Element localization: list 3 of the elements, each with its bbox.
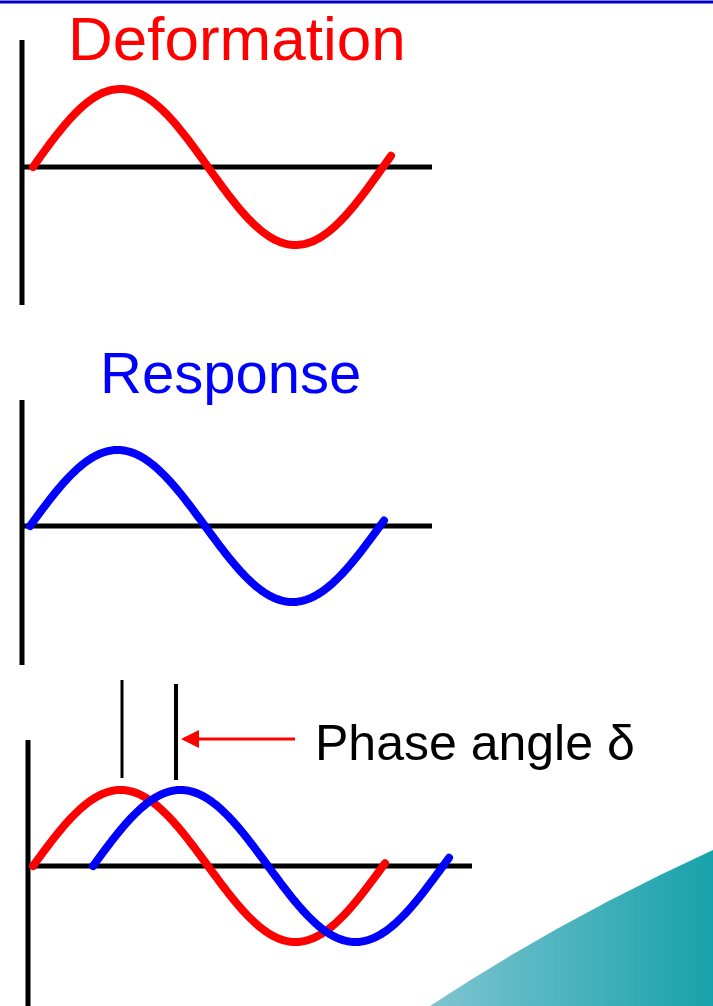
plot-title: Deformation <box>68 8 406 70</box>
leader-line <box>181 730 295 748</box>
annotation-text: Phase angle δ <box>315 718 635 768</box>
